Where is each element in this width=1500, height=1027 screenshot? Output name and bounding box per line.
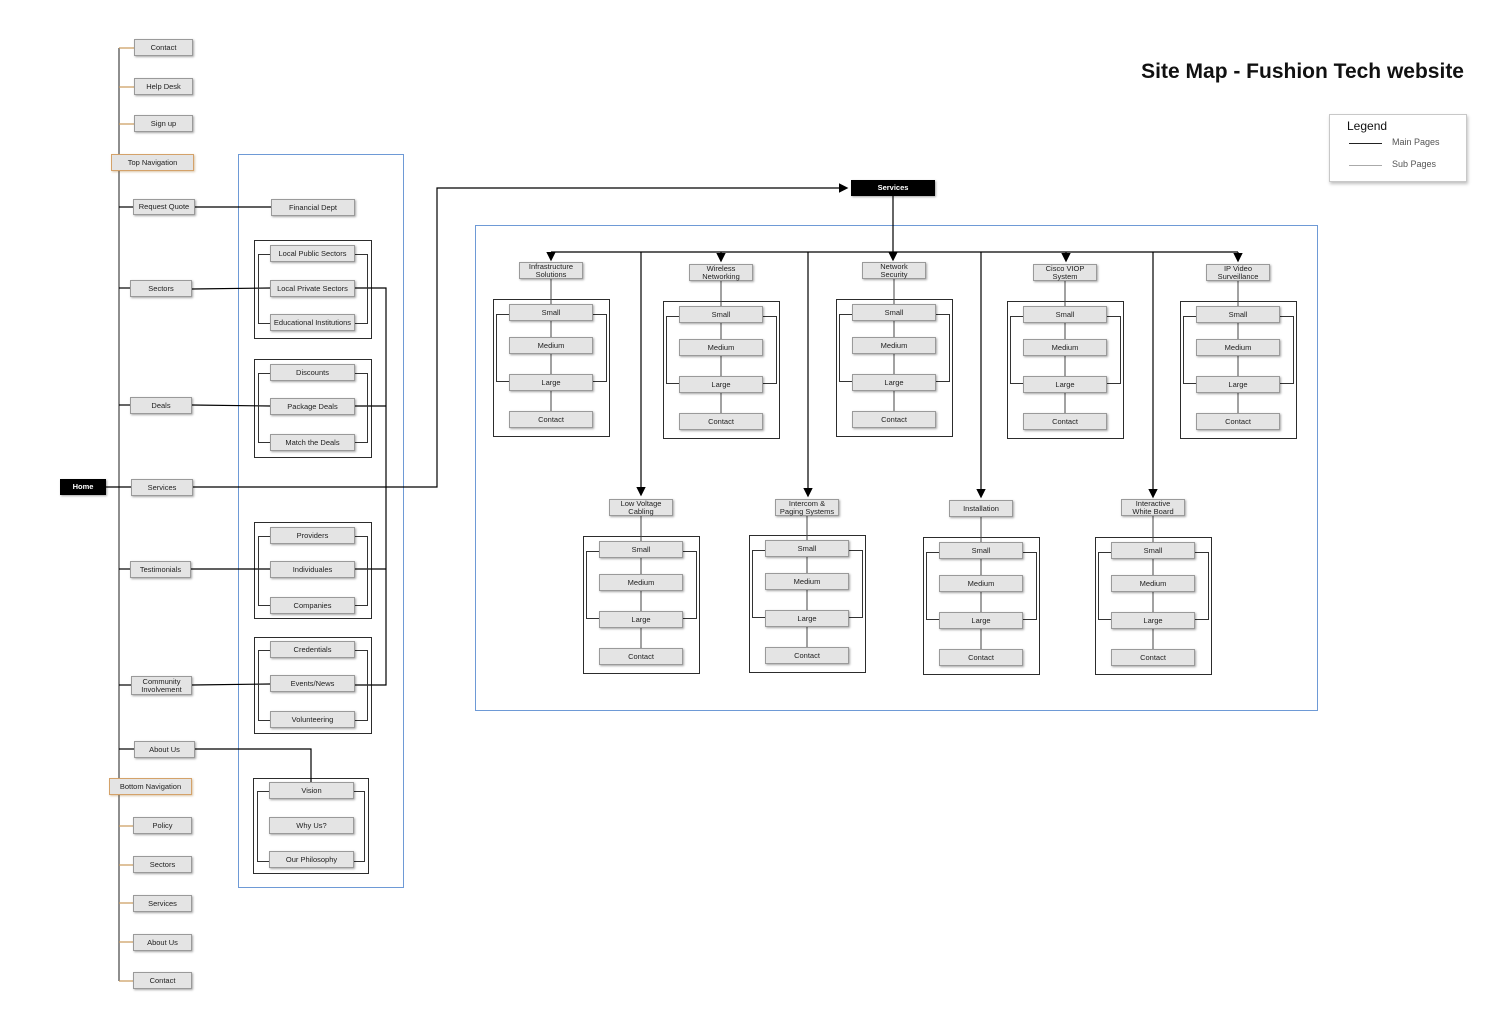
service-network-security-contact[interactable]: Contact xyxy=(852,411,936,428)
top-navigation-node[interactable]: Top Navigation xyxy=(111,154,194,171)
service-group-installation[interactable]: Installation xyxy=(949,500,1013,517)
service-interactive-white-board-small[interactable]: Small xyxy=(1111,542,1195,559)
volunteering-node[interactable]: Volunteering xyxy=(270,711,355,728)
package-deals-node[interactable]: Package Deals xyxy=(270,398,355,415)
credentials-node[interactable]: Credentials xyxy=(270,641,355,658)
service-group-infrastructure-solutions[interactable]: Infrastructure Solutions xyxy=(519,262,583,279)
service-group-frame-interactive-white-board xyxy=(1095,537,1212,675)
bottom-nav-contact[interactable]: Contact xyxy=(133,972,192,989)
legend-sub-label: Sub Pages xyxy=(1392,159,1437,169)
service-group-frame-ip-video-surveillance xyxy=(1180,301,1297,439)
bottom-nav-sectors[interactable]: Sectors xyxy=(133,856,192,873)
service-low-voltage-cabling-contact[interactable]: Contact xyxy=(599,648,683,665)
legend-title: Legend xyxy=(1347,119,1388,133)
testimonials-node[interactable]: Testimonials xyxy=(130,561,191,578)
top-nav-contact[interactable]: Contact xyxy=(134,39,193,56)
service-wireless-networking-medium[interactable]: Medium xyxy=(679,339,763,356)
our-philosophy-node[interactable]: Our Philosophy xyxy=(269,851,354,868)
service-low-voltage-cabling-small[interactable]: Small xyxy=(599,541,683,558)
request-quote-node[interactable]: Request Quote xyxy=(133,199,195,215)
legend-main-line xyxy=(1349,143,1382,144)
community-involvement-node[interactable]: Community Involvement xyxy=(131,676,192,695)
service-ip-video-surveillance-contact[interactable]: Contact xyxy=(1196,413,1280,430)
educational-institutions-node[interactable]: Educational Institutions xyxy=(270,314,355,331)
service-network-security-medium[interactable]: Medium xyxy=(852,337,936,354)
financial-dept-node[interactable]: Financial Dept xyxy=(271,199,355,216)
service-cisco-viop-system-contact[interactable]: Contact xyxy=(1023,413,1107,430)
service-group-frame-cisco-viop-system xyxy=(1007,301,1124,439)
service-network-security-small[interactable]: Small xyxy=(852,304,936,321)
bottom-nav-about-us[interactable]: About Us xyxy=(133,934,192,951)
service-network-security-large[interactable]: Large xyxy=(852,374,936,391)
vision-node[interactable]: Vision xyxy=(269,782,354,799)
service-infrastructure-solutions-small[interactable]: Small xyxy=(509,304,593,321)
legend: Legend Main Pages Sub Pages xyxy=(1329,114,1467,182)
service-group-wireless-networking[interactable]: Wireless Networking xyxy=(689,264,753,281)
service-group-interactive-white-board[interactable]: Interactive White Board xyxy=(1121,499,1185,516)
individuales-node[interactable]: Individuales xyxy=(270,561,355,578)
companies-node[interactable]: Companies xyxy=(270,597,355,614)
service-group-low-voltage-cabling[interactable]: Low Voltage Cabling xyxy=(609,499,673,516)
service-group-network-security[interactable]: Network Security xyxy=(862,262,926,279)
services-root-node[interactable]: Services xyxy=(851,180,935,196)
service-infrastructure-solutions-contact[interactable]: Contact xyxy=(509,411,593,428)
about-us-node[interactable]: About Us xyxy=(134,741,195,758)
service-cisco-viop-system-medium[interactable]: Medium xyxy=(1023,339,1107,356)
providers-node[interactable]: Providers xyxy=(270,527,355,544)
why-us-node[interactable]: Why Us? xyxy=(269,817,354,834)
service-group-intercom-paging-systems[interactable]: Intercom & Paging Systems xyxy=(775,499,839,516)
service-group-cisco-viop-system[interactable]: Cisco VIOP System xyxy=(1033,264,1097,281)
service-intercom-paging-systems-small[interactable]: Small xyxy=(765,540,849,557)
match-the-deals-node[interactable]: Match the Deals xyxy=(270,434,355,451)
service-ip-video-surveillance-small[interactable]: Small xyxy=(1196,306,1280,323)
service-infrastructure-solutions-medium[interactable]: Medium xyxy=(509,337,593,354)
service-intercom-paging-systems-medium[interactable]: Medium xyxy=(765,573,849,590)
bottom-nav-services[interactable]: Services xyxy=(133,895,192,912)
service-wireless-networking-large[interactable]: Large xyxy=(679,376,763,393)
service-group-frame-installation xyxy=(923,537,1040,675)
service-intercom-paging-systems-contact[interactable]: Contact xyxy=(765,647,849,664)
service-group-ip-video-surveillance[interactable]: IP Video Surveillance xyxy=(1206,264,1270,281)
service-group-frame-low-voltage-cabling xyxy=(583,536,700,674)
service-interactive-white-board-contact[interactable]: Contact xyxy=(1111,649,1195,666)
service-installation-contact[interactable]: Contact xyxy=(939,649,1023,666)
services-node[interactable]: Services xyxy=(131,479,193,496)
service-group-frame-intercom-paging-systems xyxy=(749,535,866,673)
service-low-voltage-cabling-large[interactable]: Large xyxy=(599,611,683,628)
legend-main-label: Main Pages xyxy=(1392,137,1440,147)
service-infrastructure-solutions-large[interactable]: Large xyxy=(509,374,593,391)
bottom-nav-policy[interactable]: Policy xyxy=(133,817,192,834)
bottom-navigation-node[interactable]: Bottom Navigation xyxy=(109,778,192,795)
service-cisco-viop-system-large[interactable]: Large xyxy=(1023,376,1107,393)
service-low-voltage-cabling-medium[interactable]: Medium xyxy=(599,574,683,591)
discounts-node[interactable]: Discounts xyxy=(270,364,355,381)
top-nav-help-desk[interactable]: Help Desk xyxy=(134,78,193,95)
service-wireless-networking-contact[interactable]: Contact xyxy=(679,413,763,430)
service-ip-video-surveillance-medium[interactable]: Medium xyxy=(1196,339,1280,356)
service-interactive-white-board-medium[interactable]: Medium xyxy=(1111,575,1195,592)
service-installation-medium[interactable]: Medium xyxy=(939,575,1023,592)
service-cisco-viop-system-small[interactable]: Small xyxy=(1023,306,1107,323)
sectors-node[interactable]: Sectors xyxy=(130,280,192,297)
home-node[interactable]: Home xyxy=(60,479,106,495)
top-nav-sign-up[interactable]: Sign up xyxy=(134,115,193,132)
service-interactive-white-board-large[interactable]: Large xyxy=(1111,612,1195,629)
local-public-sectors-node[interactable]: Local Public Sectors xyxy=(270,245,355,262)
legend-sub-line xyxy=(1349,165,1382,166)
events-news-node[interactable]: Events/News xyxy=(270,675,355,692)
service-intercom-paging-systems-large[interactable]: Large xyxy=(765,610,849,627)
deals-node[interactable]: Deals xyxy=(130,397,192,414)
page-title: Site Map - Fushion Tech website xyxy=(1141,60,1464,83)
sub-pages-region xyxy=(238,154,404,888)
service-installation-large[interactable]: Large xyxy=(939,612,1023,629)
service-installation-small[interactable]: Small xyxy=(939,542,1023,559)
service-wireless-networking-small[interactable]: Small xyxy=(679,306,763,323)
local-private-sectors-node[interactable]: Local Private Sectors xyxy=(270,280,355,297)
service-ip-video-surveillance-large[interactable]: Large xyxy=(1196,376,1280,393)
